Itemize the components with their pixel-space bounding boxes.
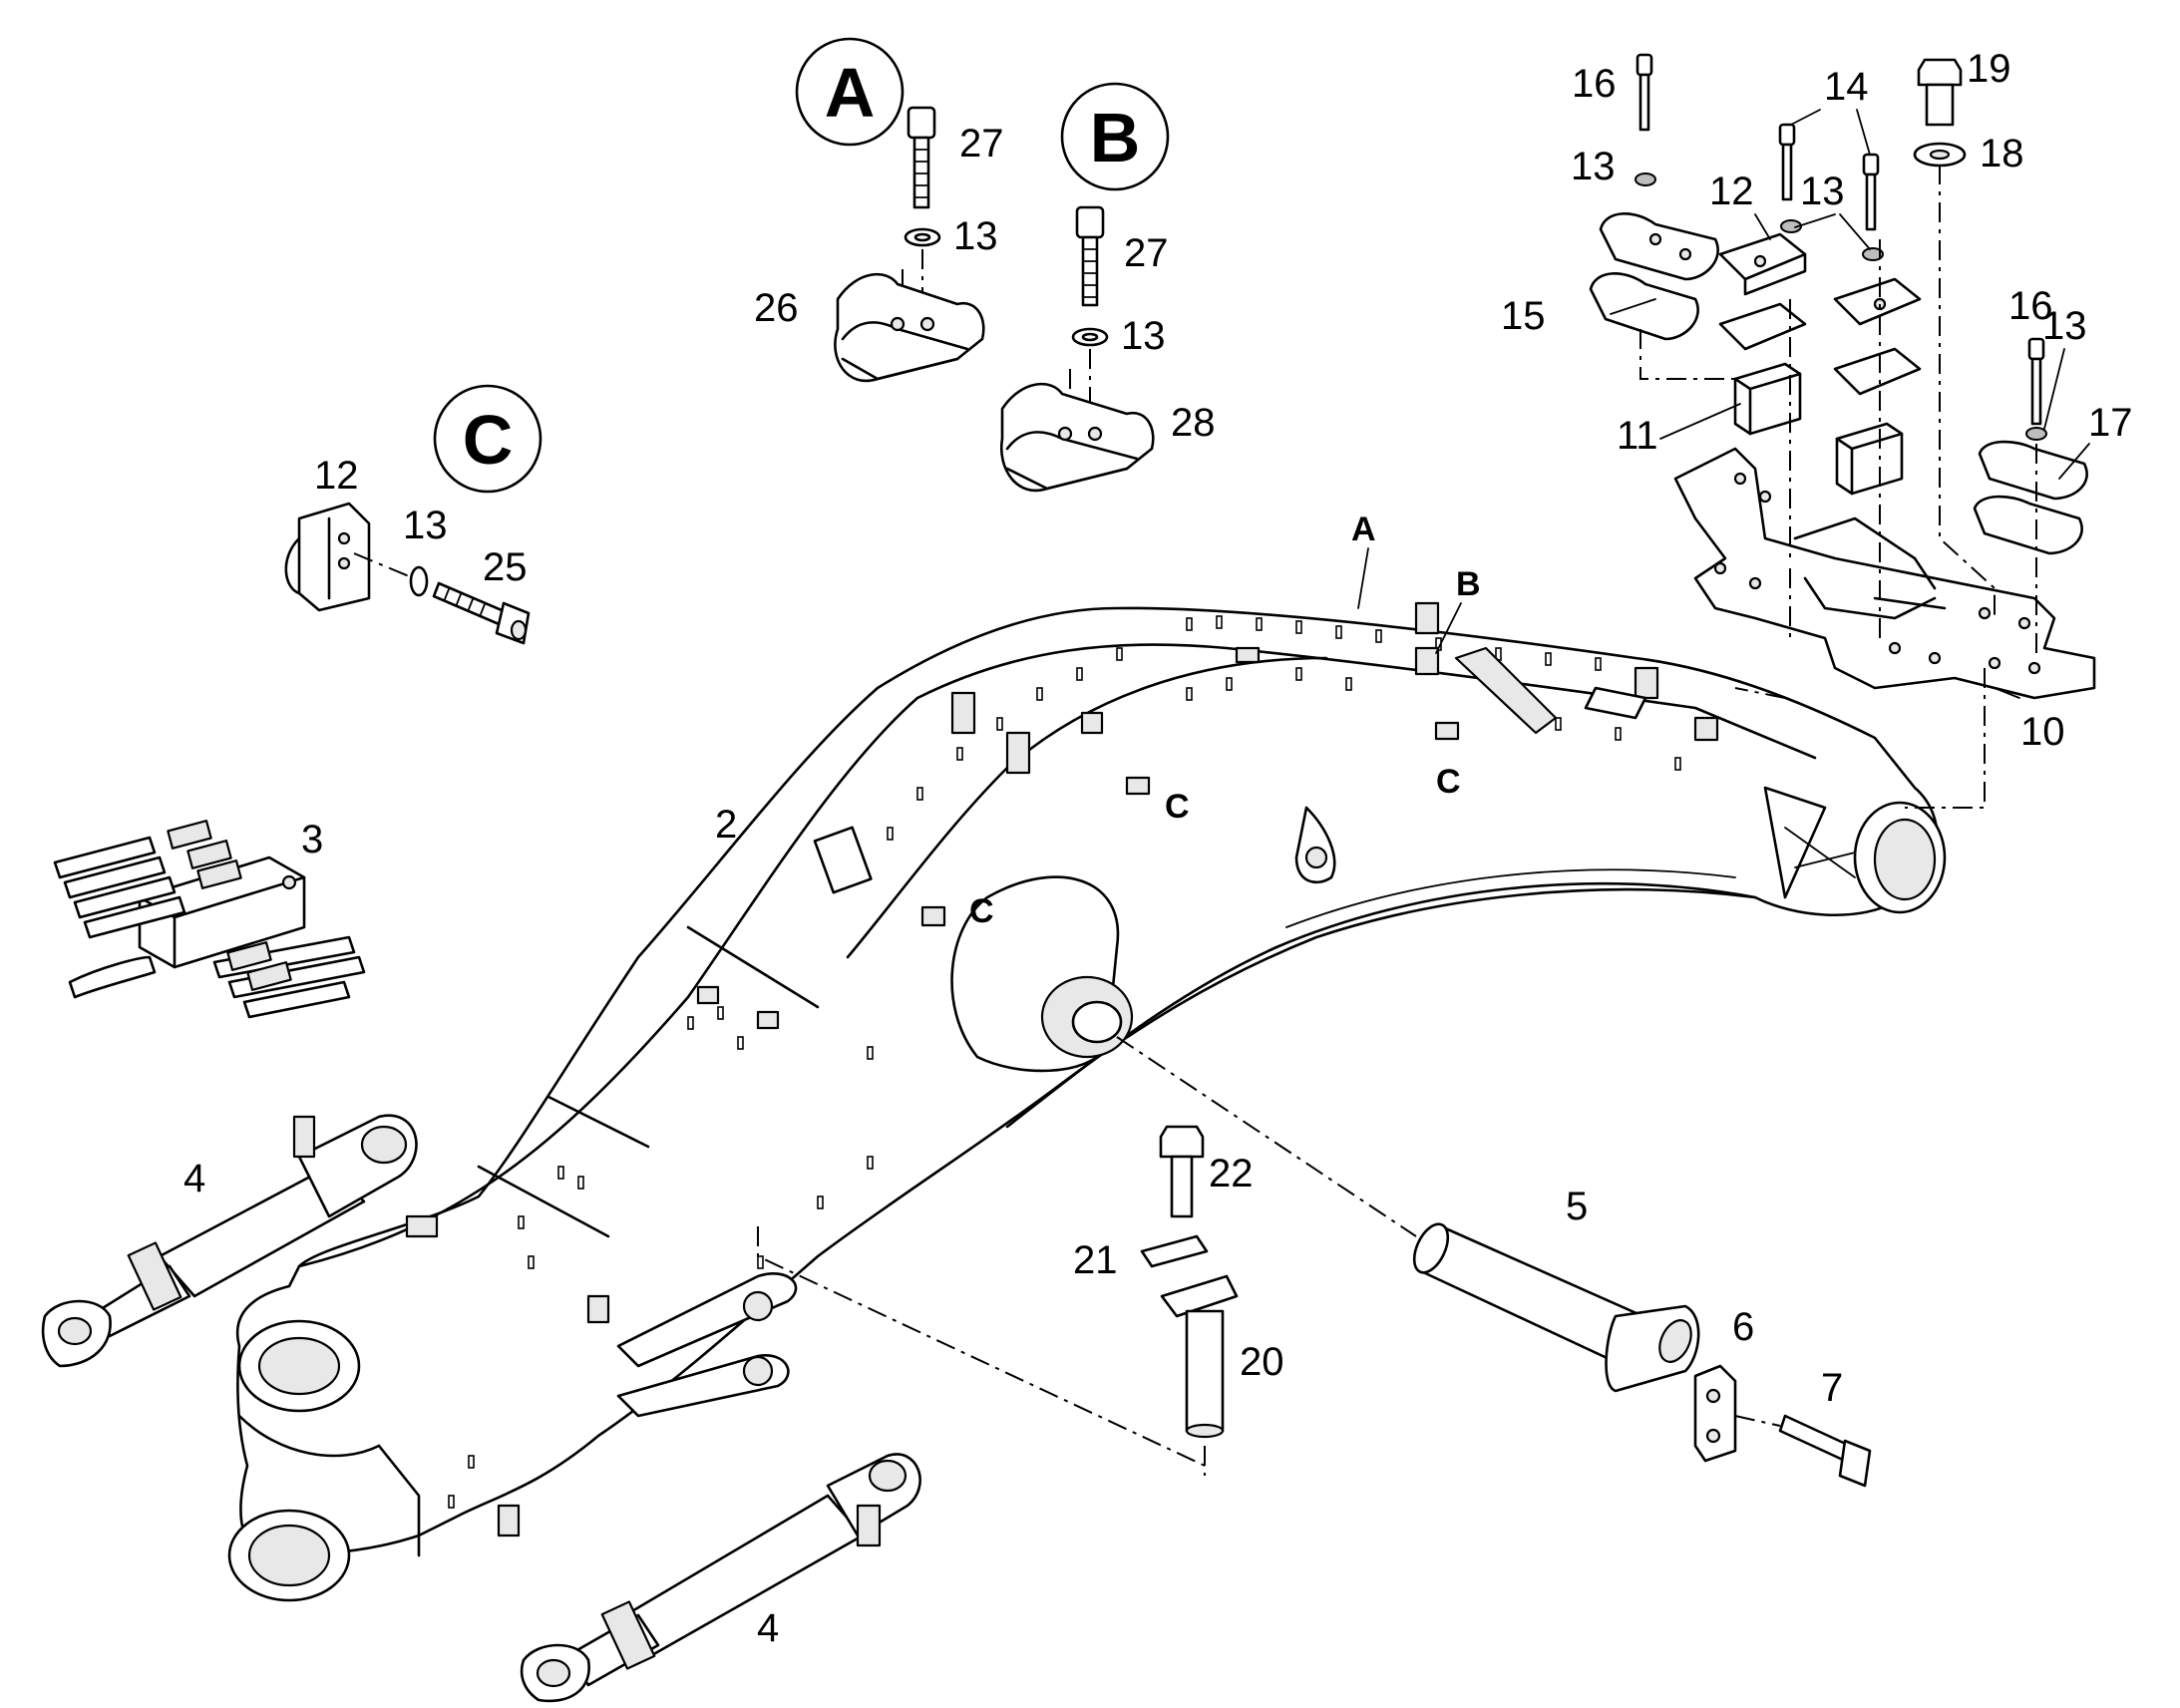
- label-21: 21: [1073, 1238, 1118, 1282]
- leader-lines: [1610, 109, 2090, 699]
- label-17: 17: [2088, 401, 2133, 445]
- label-13-detail-c: 13: [403, 504, 448, 547]
- pin-part-20: [1160, 1274, 1239, 1439]
- bracket-assembly: [1589, 53, 2096, 809]
- hydraulic-cylinder-upper-part-4: [41, 1114, 418, 1368]
- detail-c-circle: [433, 384, 543, 494]
- pin20-axis-line: [757, 1226, 1206, 1467]
- label-13-detail-a: 13: [953, 214, 998, 258]
- label-20: 20: [1240, 1340, 1284, 1384]
- label-13-right-2: 13: [1800, 170, 1845, 213]
- label-13-detail-b: 13: [1121, 314, 1166, 358]
- pin-axis-line: [1116, 1036, 1417, 1237]
- label-16-top: 16: [1572, 62, 1617, 106]
- detail-a-circle: [795, 37, 905, 147]
- label-28: 28: [1171, 401, 1216, 445]
- label-25: 25: [483, 545, 528, 589]
- pivot-pin-part-5: [1412, 1222, 1700, 1393]
- detail-view-b: B: [999, 82, 1170, 493]
- detail-view-c: C: [284, 384, 543, 645]
- bolt-part-22: [1159, 1125, 1205, 1218]
- boom-marker-c-1: C: [1436, 763, 1461, 801]
- hydraulic-cylinder-lower-part-4: [520, 1453, 921, 1703]
- label-2: 2: [715, 803, 737, 847]
- label-11: 11: [1617, 414, 1658, 458]
- bolt-part-7: [1778, 1414, 1872, 1488]
- valve-manifold-part-3: [53, 820, 366, 1019]
- boom-marker-a: A: [1351, 511, 1376, 548]
- detail-a-title: A: [825, 54, 876, 132]
- label-14: 14: [1824, 65, 1869, 109]
- label-12-right: 12: [1709, 170, 1754, 213]
- label-16-right: 16: [2008, 284, 2053, 328]
- label-22: 22: [1209, 1152, 1254, 1196]
- boom-marker-b: B: [1456, 565, 1481, 603]
- label-26: 26: [754, 286, 799, 330]
- label-4-upper: 4: [183, 1157, 205, 1200]
- label-27-detail-b: 27: [1124, 231, 1169, 275]
- label-15: 15: [1501, 294, 1546, 338]
- lock-plate-part-6: [1693, 1364, 1737, 1463]
- label-5: 5: [1566, 1185, 1588, 1228]
- boom-callouts: A B C C C: [969, 511, 1481, 930]
- boom-marker-c-3: C: [969, 892, 994, 930]
- label-18: 18: [1980, 132, 2024, 175]
- label-27-detail-a: 27: [959, 122, 1004, 166]
- label-10: 10: [2020, 710, 2065, 754]
- label-13-right-3: 13: [2042, 304, 2087, 348]
- label-12-detail-c: 12: [314, 454, 359, 498]
- detail-b-circle: [1060, 82, 1170, 191]
- plate-part-21: [1140, 1234, 1209, 1268]
- detail-b-title: B: [1090, 99, 1141, 176]
- label-13-right-1: 13: [1571, 145, 1616, 188]
- boom-marker-c-2: C: [1165, 788, 1190, 826]
- detail-c-title: C: [463, 401, 514, 479]
- label-19: 19: [1967, 47, 2011, 91]
- bolt-axis-line: [1734, 1415, 1781, 1427]
- detail-view-a: A: [795, 37, 985, 383]
- part-number-labels: 2 3 4 4 5 6 7 10 11 12 12 13 13 13 13 13…: [183, 47, 2133, 1650]
- boom-part-2: [227, 601, 1947, 1602]
- label-7: 7: [1821, 1366, 1843, 1410]
- boom-lugs: [405, 601, 1719, 1537]
- label-3: 3: [301, 818, 323, 861]
- label-6: 6: [1732, 1305, 1754, 1349]
- label-4-lower: 4: [757, 1606, 779, 1650]
